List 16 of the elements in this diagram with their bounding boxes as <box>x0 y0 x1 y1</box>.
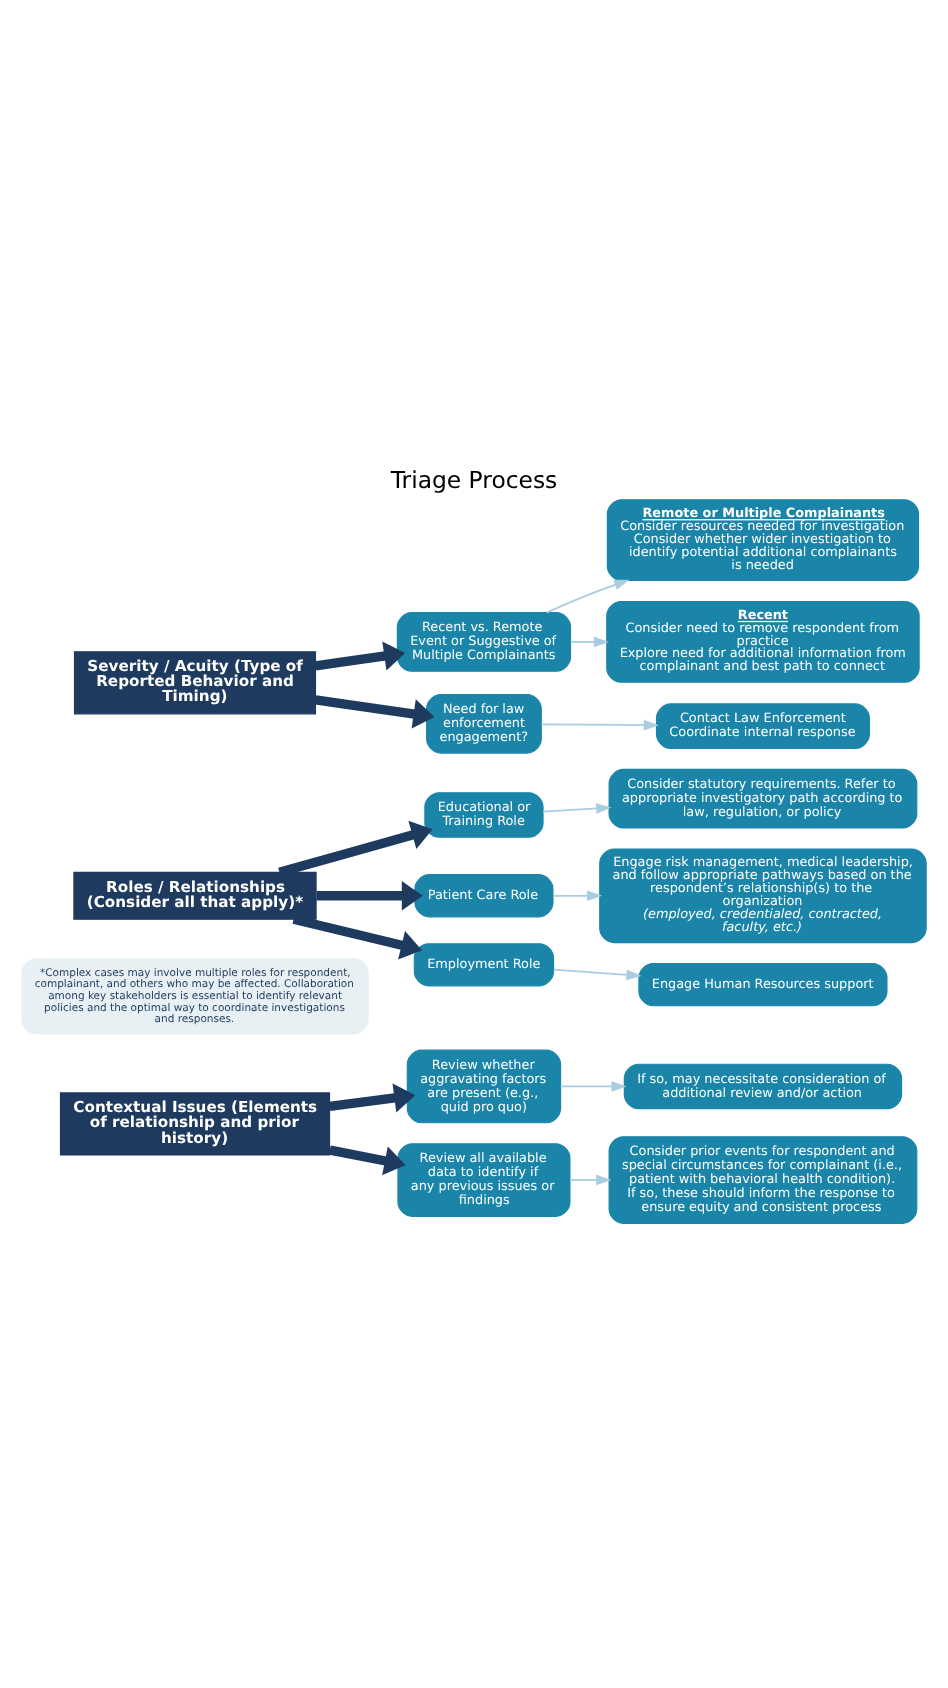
arrow <box>314 641 406 671</box>
arrow <box>314 695 435 729</box>
arrow <box>569 636 609 648</box>
arrow <box>545 579 630 614</box>
arrow <box>328 1145 406 1176</box>
arrow <box>552 968 642 981</box>
arrow <box>559 1081 627 1092</box>
arrow <box>292 914 422 960</box>
diagram-title: Triage Process <box>390 466 558 495</box>
arrow <box>329 1083 416 1113</box>
arrow <box>542 803 612 814</box>
arrow <box>552 890 603 902</box>
arrow <box>540 719 659 731</box>
arrow <box>316 881 423 911</box>
arrow <box>278 820 433 877</box>
arrow <box>569 1174 612 1186</box>
